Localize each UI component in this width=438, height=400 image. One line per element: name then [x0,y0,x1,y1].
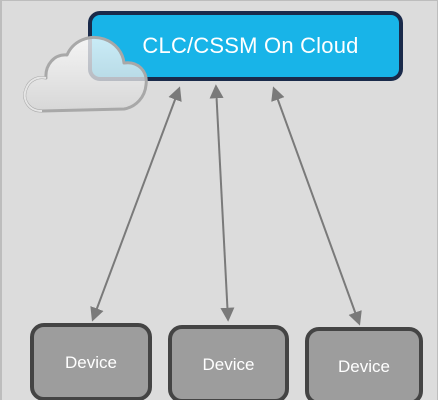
cloud-service-label: CLC/CSSM On Cloud [142,33,359,58]
device-label: Device [202,355,255,374]
device-box-3: Device [305,327,423,400]
device-label: Device [338,357,390,376]
connector-device-1 [90,86,182,322]
connector-device-3 [271,86,362,326]
device-label: Device [65,353,117,372]
connector-device-2 [209,84,235,322]
device-box-1: Device [30,323,152,400]
device-box-2: Device [168,325,289,400]
cloud-icon [23,35,148,113]
